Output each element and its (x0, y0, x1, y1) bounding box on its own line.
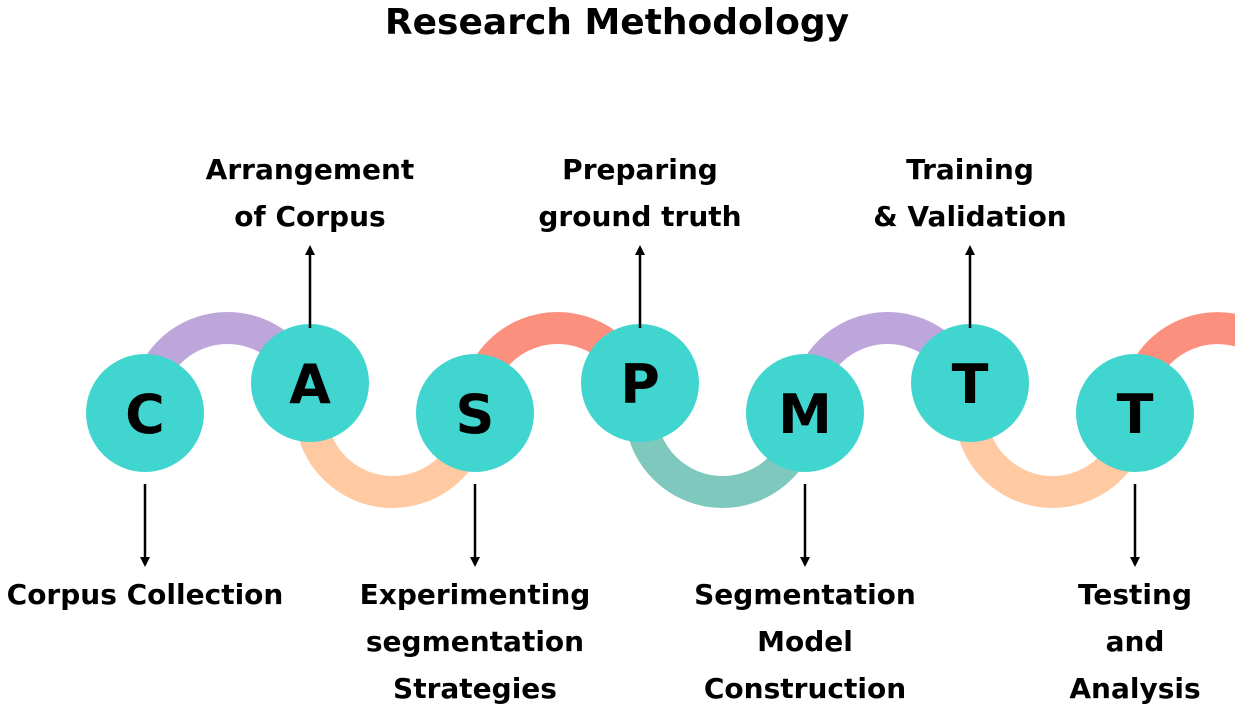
stage-label-line: Arrangement (206, 153, 415, 186)
stage-2: A Arrangement of Corpus (206, 153, 415, 442)
stage-label-line: Segmentation (694, 578, 916, 611)
stage-circle (746, 354, 864, 472)
stage-letter: P (620, 353, 660, 416)
stage-label: Preparing ground truth (538, 153, 741, 233)
stage-label: Arrangement of Corpus (206, 153, 415, 233)
stage-letter: T (1117, 383, 1154, 446)
stage-label-line: Experimenting (360, 578, 591, 611)
stage-label-line: ground truth (538, 200, 741, 233)
stage-label-line: & Validation (873, 200, 1066, 233)
stage-circle (581, 324, 699, 442)
stage-label-line: of Corpus (234, 200, 385, 233)
stage-label-line: Preparing (562, 153, 718, 186)
stage-letter: T (952, 353, 989, 416)
stage-letter: M (778, 383, 832, 446)
stage-label-line: segmentation (366, 625, 584, 658)
stage-label-line: Training (906, 153, 1034, 186)
stage-label: Corpus Collection (7, 578, 284, 611)
stage-6: T Training & Validation (873, 153, 1067, 442)
stage-label-line: Testing (1078, 578, 1192, 611)
stage-letter: S (456, 383, 495, 446)
stage-letter: C (125, 383, 165, 446)
stage-label-line: and (1106, 625, 1165, 658)
stage-circle (251, 324, 369, 442)
stage-1: C Corpus Collection (7, 354, 284, 611)
stage-label-line: Model (757, 625, 853, 658)
stage-label-line: Corpus Collection (7, 578, 284, 611)
stage-circle (911, 324, 1029, 442)
stage-label-line: Analysis (1069, 672, 1200, 705)
diagram-title: Research Methodology (385, 2, 849, 43)
stage-circle (1076, 354, 1194, 472)
stage-label-line: Construction (704, 672, 906, 705)
stage-letter: A (289, 353, 331, 416)
stage-4: P Preparing ground truth (538, 153, 742, 442)
stage-circle (86, 354, 204, 472)
stage-label-line: Strategies (393, 672, 557, 705)
stage-label: Training & Validation (873, 153, 1066, 233)
stage-circle (416, 354, 534, 472)
